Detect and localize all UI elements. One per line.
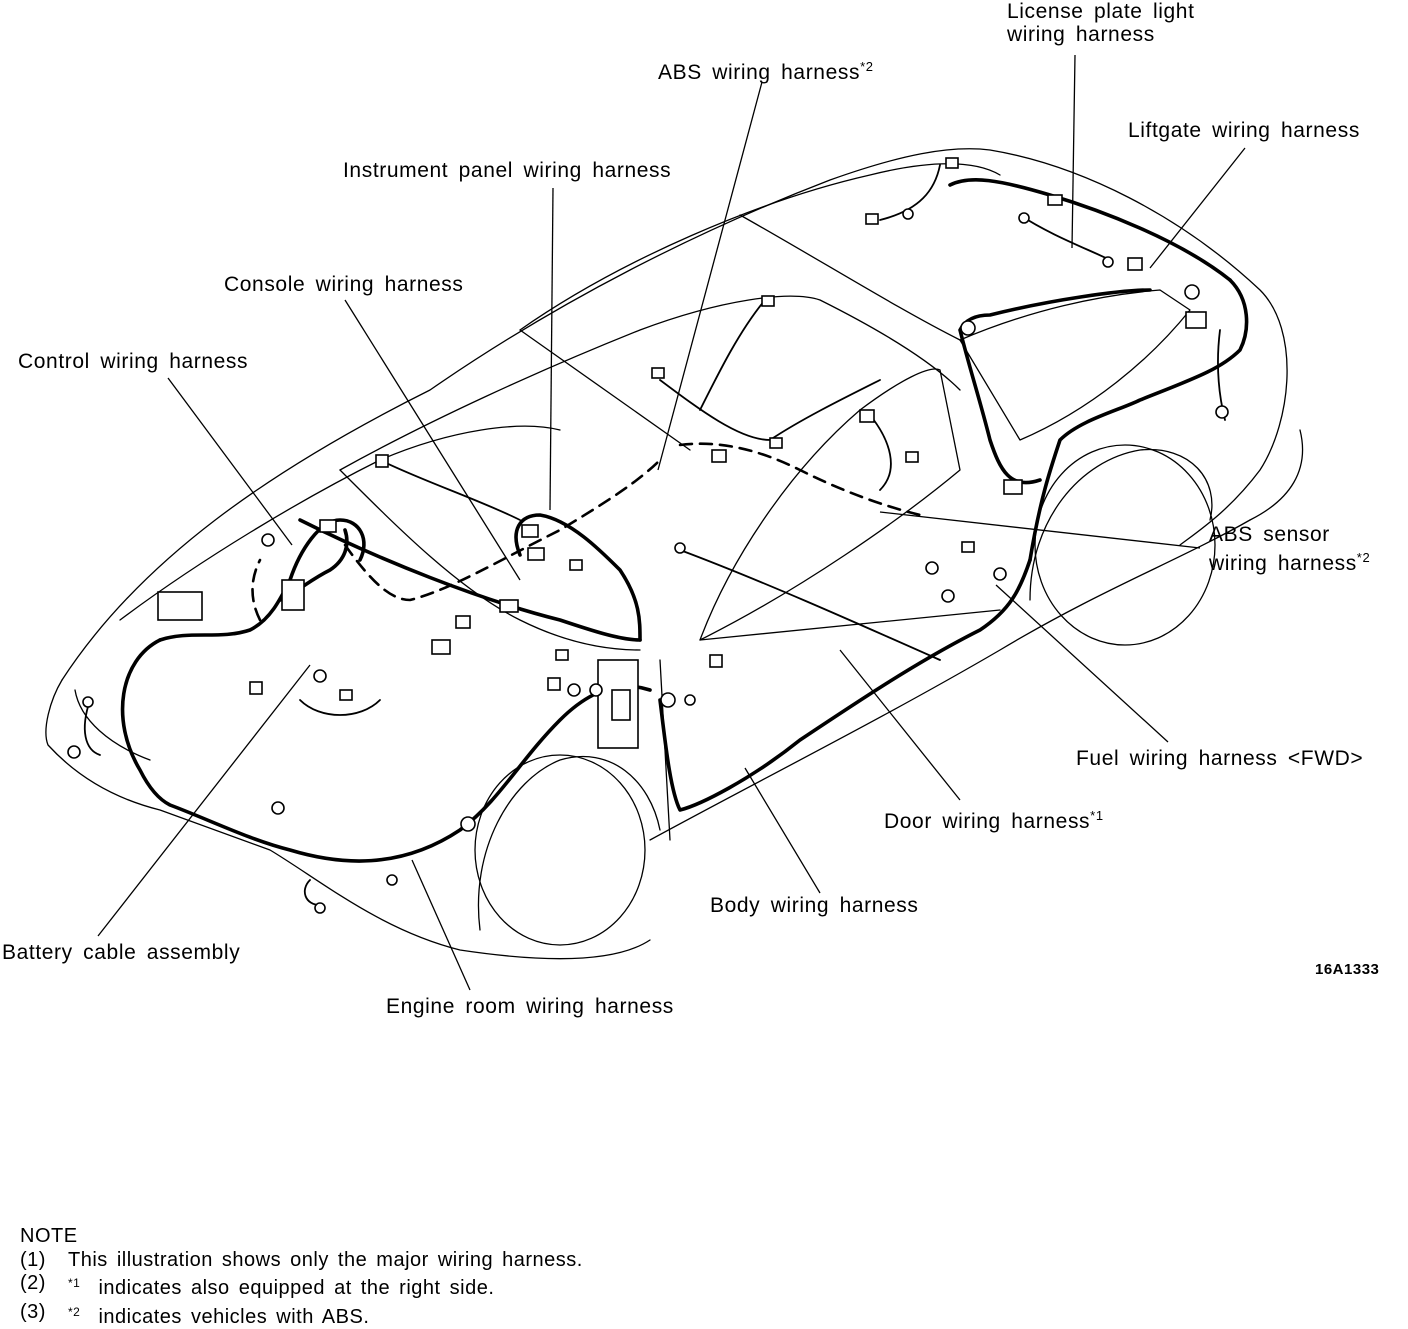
note-mark: *2 xyxy=(68,1305,80,1319)
battery-label: Battery cable assembly xyxy=(2,941,240,965)
door-mark: *1 xyxy=(1090,808,1104,823)
engine-room-label: Engine room wiring harness xyxy=(386,995,674,1019)
note-number: (3) xyxy=(20,1301,68,1329)
instrument-panel-label: Instrument panel wiring harness xyxy=(343,159,671,183)
console-label: Console wiring harness xyxy=(224,273,463,297)
note-text: *1 indicates also equipped at the right … xyxy=(68,1272,494,1301)
note-item: (3) *2 indicates vehicles with ABS. xyxy=(20,1301,583,1329)
note-text-body: indicates vehicles with ABS. xyxy=(98,1306,369,1328)
note-item: (1) This illustration shows only the maj… xyxy=(20,1249,583,1273)
body-label: Body wiring harness xyxy=(710,894,919,918)
note-item: (2) *1 indicates also equipped at the ri… xyxy=(20,1272,583,1301)
abs-harness-label: ABS wiring harness*2 xyxy=(658,55,874,85)
note-text: *2 indicates vehicles with ABS. xyxy=(68,1301,369,1329)
door-label: Door wiring harness*1 xyxy=(884,804,1104,834)
fuel-label: Fuel wiring harness <FWD> xyxy=(1076,747,1363,771)
note-mark: *1 xyxy=(68,1276,80,1290)
note-text: This illustration shows only the major w… xyxy=(68,1249,583,1273)
door-text: Door wiring harness xyxy=(884,810,1090,833)
note-title: NOTE xyxy=(20,1225,583,1249)
liftgate-label: Liftgate wiring harness xyxy=(1128,119,1360,143)
abs-sensor-text: wiring harness xyxy=(1209,552,1357,575)
abs-sensor-label-line2: wiring harness*2 xyxy=(1209,546,1370,576)
abs-harness-text: ABS wiring harness xyxy=(658,61,860,84)
note-number: (2) xyxy=(20,1272,68,1301)
note-number: (1) xyxy=(20,1249,68,1273)
license-plate-label-line1: License plate light xyxy=(1007,0,1195,24)
car-body-outline xyxy=(46,149,1303,959)
abs-harness-mark: *2 xyxy=(860,59,874,74)
license-plate-label-line2: wiring harness xyxy=(1007,23,1155,47)
abs-harness-dashed xyxy=(253,444,921,620)
abs-sensor-mark: *2 xyxy=(1357,550,1371,565)
abs-sensor-label-line1: ABS sensor xyxy=(1209,523,1330,547)
connectors xyxy=(68,158,1228,913)
control-label: Control wiring harness xyxy=(18,350,248,374)
note-text-body: indicates also equipped at the right sid… xyxy=(98,1277,494,1299)
note-block: NOTE (1) This illustration shows only th… xyxy=(20,1225,583,1329)
figure-code: 16A1333 xyxy=(1315,961,1379,978)
